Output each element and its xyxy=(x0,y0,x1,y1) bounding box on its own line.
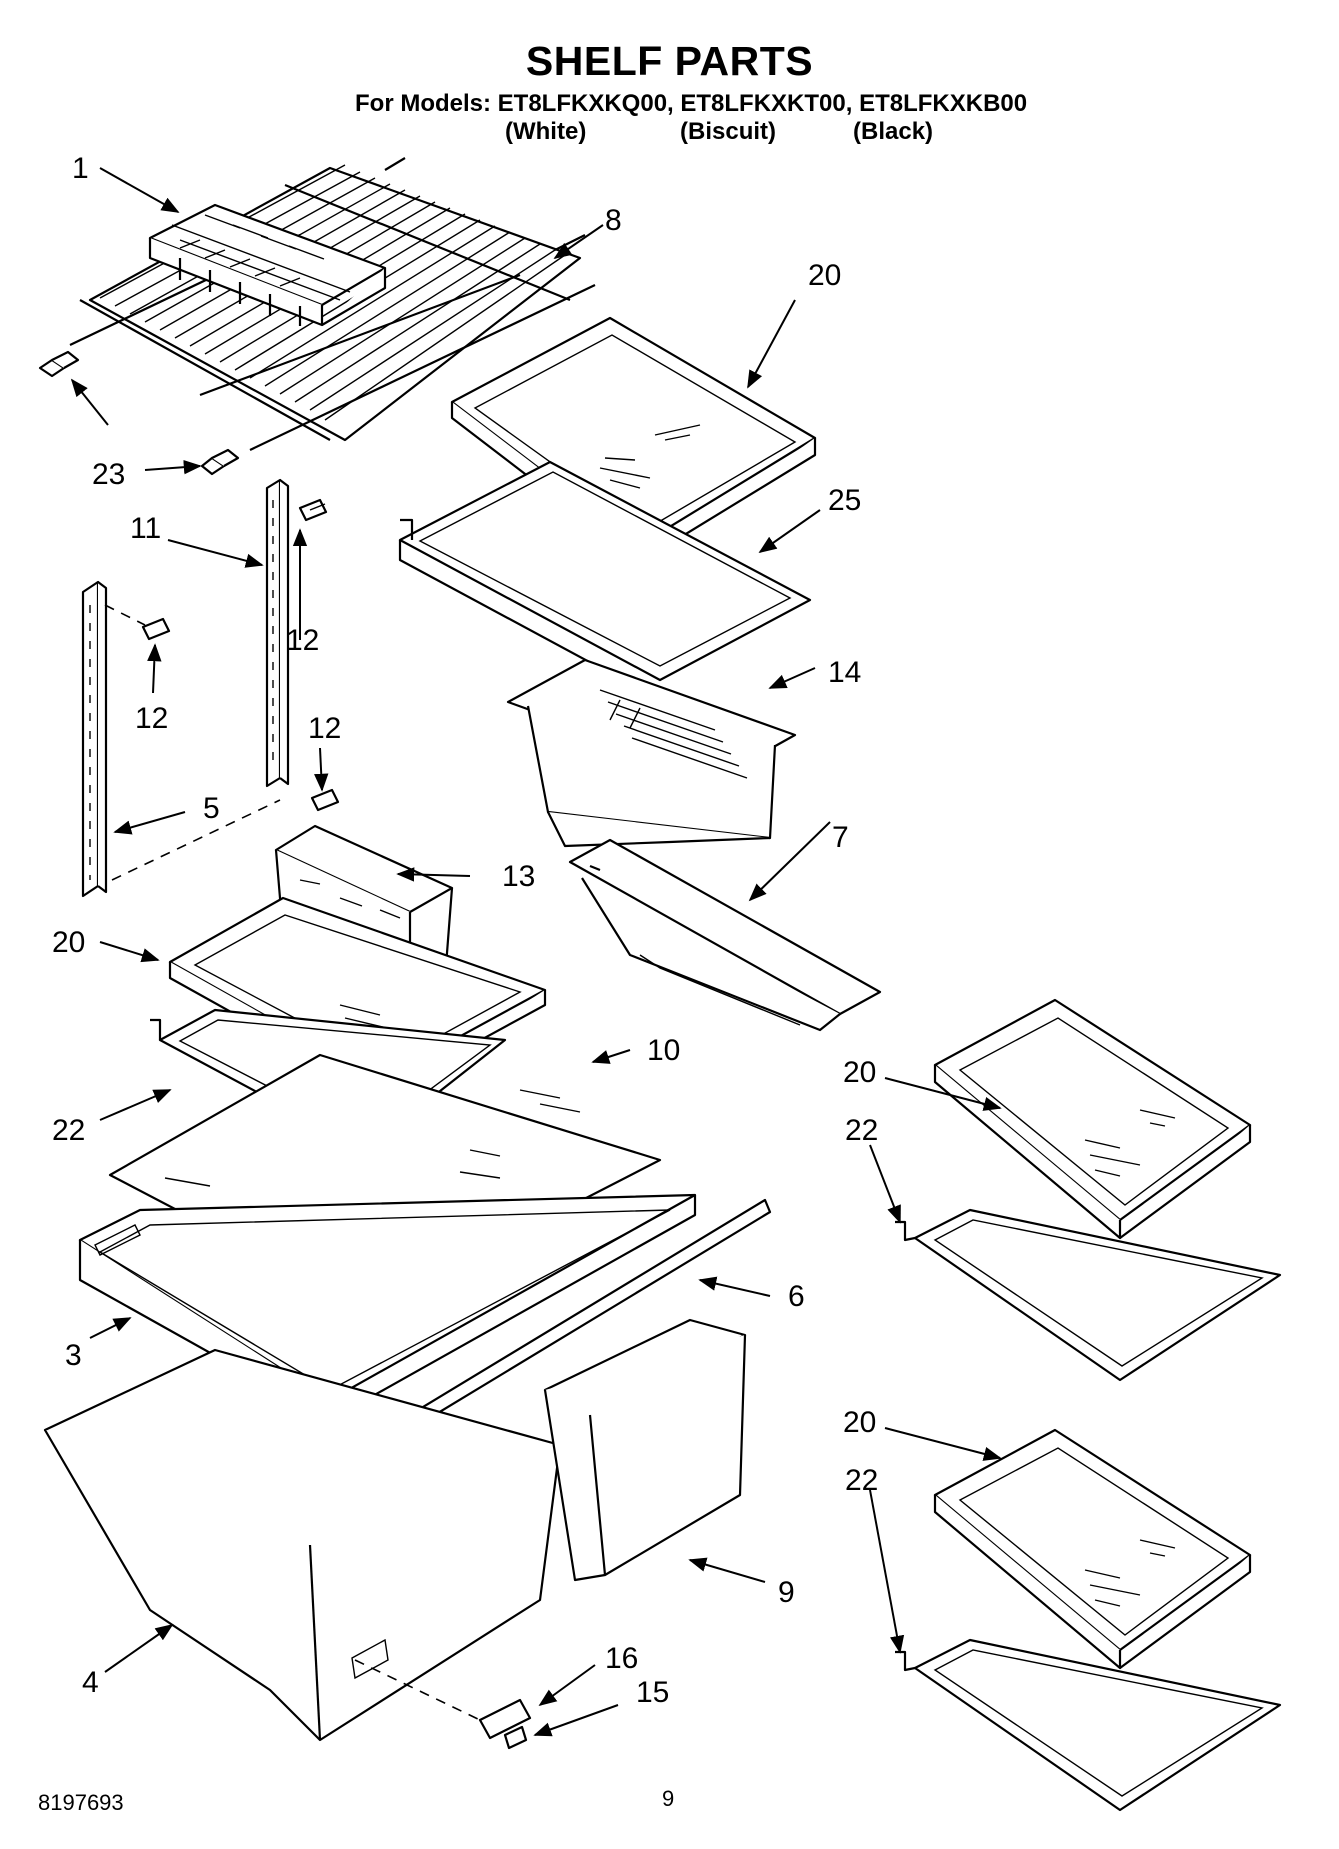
crisper-drawer-part-14 xyxy=(506,658,797,848)
callout-25: 25 xyxy=(828,484,861,517)
callout-20-top: 20 xyxy=(808,259,841,292)
callout-12-a: 12 xyxy=(286,624,319,657)
shelf-frame-part-25 xyxy=(398,460,812,701)
ladder-rail-part-5 xyxy=(81,580,108,898)
page-number: 9 xyxy=(662,1786,675,1811)
callout-12-b: 12 xyxy=(135,702,168,735)
callout-12-c: 12 xyxy=(308,712,341,745)
screw-part-12a xyxy=(298,498,328,522)
callout-16: 16 xyxy=(605,1642,638,1675)
callout-6: 6 xyxy=(788,1280,805,1313)
color-label-black: (Black) xyxy=(853,118,934,145)
glass-shelf-part-20-right-lower xyxy=(933,1428,1252,1670)
callout-22-right-upper: 22 xyxy=(845,1114,878,1147)
callout-13: 13 xyxy=(502,860,535,893)
callout-4: 4 xyxy=(82,1666,99,1699)
callout-22-right-lower: 22 xyxy=(845,1464,878,1497)
models-line: For Models: ET8LFKXKQ00, ET8LFKXKT00, ET… xyxy=(355,90,1028,117)
leader-lines xyxy=(70,167,1002,1737)
callout-23: 23 xyxy=(92,458,125,491)
ladder-rail-part-11 xyxy=(265,478,290,788)
callout-8: 8 xyxy=(605,204,622,237)
callout-20-right-upper: 20 xyxy=(843,1056,876,1089)
screw-part-12b xyxy=(141,617,171,641)
callout-3: 3 xyxy=(65,1339,82,1372)
callout-7: 7 xyxy=(832,821,849,854)
glass-shelf-part-20-right-upper xyxy=(933,998,1252,1240)
callout-14: 14 xyxy=(828,656,861,689)
drawer-label-part-16 xyxy=(478,1698,532,1740)
crisper-drawer-part-9 xyxy=(543,1318,747,1582)
callout-20-right-lower: 20 xyxy=(843,1406,876,1439)
callout-labels: 1 8 20 23 25 11 12 12 12 14 5 13 7 20 10… xyxy=(52,152,878,1709)
color-label-biscuit: (Biscuit) xyxy=(680,118,776,145)
callout-20-mid: 20 xyxy=(52,926,85,959)
ice-tray-part-1 xyxy=(148,203,387,327)
screw-part-12c xyxy=(310,788,340,812)
shelf-peg-part-23 xyxy=(38,350,240,476)
callout-10: 10 xyxy=(647,1034,680,1067)
callout-5: 5 xyxy=(203,792,220,825)
crisper-drawer-part-4 xyxy=(43,1348,562,1742)
callout-11: 11 xyxy=(130,512,161,545)
shelf-frame-part-22-right-upper xyxy=(895,1208,1282,1382)
page-title: SHELF PARTS xyxy=(525,38,814,84)
callout-9: 9 xyxy=(778,1576,795,1609)
callout-1: 1 xyxy=(72,152,89,185)
bracket-part-7 xyxy=(568,838,882,1032)
shelf-frame-part-22-right-lower xyxy=(895,1638,1282,1812)
drawer-clip-part-15 xyxy=(503,1725,528,1750)
document-number: 8197693 xyxy=(38,1790,124,1815)
callout-15: 15 xyxy=(636,1676,669,1709)
color-label-white: (White) xyxy=(505,118,587,145)
callout-22-mid: 22 xyxy=(52,1114,85,1147)
